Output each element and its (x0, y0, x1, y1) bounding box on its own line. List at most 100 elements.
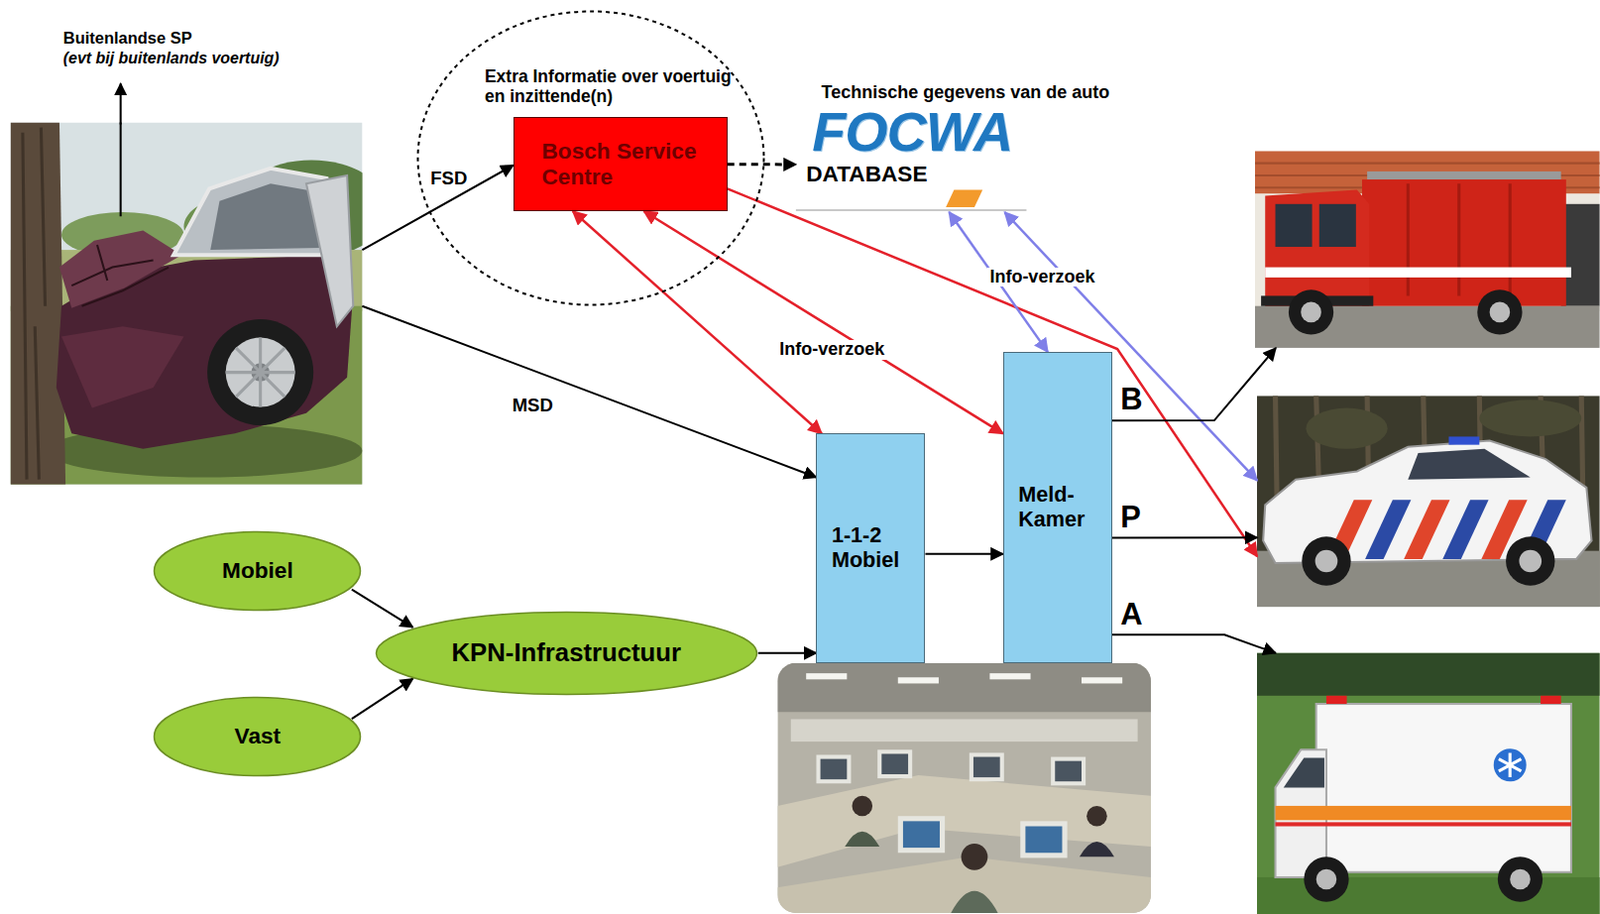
control-room-photo (1020, 820, 1067, 858)
foreign-sp-arrow (119, 83, 122, 124)
ambulance-art (1498, 752, 1522, 778)
police-car-art (1505, 536, 1555, 585)
control-room-photo (898, 677, 939, 684)
node-text: KPN-Infrastructuur (452, 638, 682, 669)
connector-arrow (727, 188, 1258, 557)
ambulance-art (1303, 856, 1349, 902)
fire-truck-art (1362, 179, 1567, 307)
police-car-art (1442, 499, 1488, 560)
ambulance-photo (1257, 653, 1600, 914)
connector-arrow (361, 165, 513, 250)
fire-truck-art (1319, 204, 1357, 247)
emergency-number-box: 1-1-2 Mobiel (815, 433, 925, 664)
connector-arrow (351, 679, 414, 719)
control-room-photo (791, 718, 1139, 742)
control-room-photo (877, 749, 913, 779)
network-ellipse: Vast (152, 695, 362, 778)
crash-photo-art (59, 230, 182, 309)
crash-photo-art (226, 338, 296, 408)
network-ellipse: KPN-Infrastructuur (374, 610, 759, 696)
control-room-photo (1054, 761, 1082, 783)
dispatch-box: Meld- Kamer (1003, 351, 1113, 664)
ellipse-outline (154, 697, 361, 777)
ellipse-outline (375, 611, 757, 694)
police-car-art (1518, 550, 1542, 573)
network-ellipse: Mobiel (152, 530, 362, 612)
control-room-photo (898, 815, 945, 853)
dashed-region-outline (417, 11, 764, 306)
control-room-photo (777, 663, 1151, 914)
ambulance-art (1275, 805, 1572, 820)
node-text: 1-1-2 Mobiel (831, 523, 921, 573)
control-room-photo (973, 757, 1001, 779)
police-car-art (1448, 436, 1480, 445)
database-logo-art (945, 189, 983, 207)
edge-label: Info-verzoek (987, 267, 1097, 288)
fire-truck-art (1561, 204, 1600, 307)
fire-truck-art (1367, 171, 1562, 180)
crash-photo-art (10, 121, 363, 484)
ambulance-art (1316, 869, 1338, 891)
edge-label: FSD (428, 168, 469, 189)
connector-arrow (351, 589, 414, 628)
police-car-art (1479, 399, 1582, 437)
dashed-arrow (727, 162, 797, 166)
crash-photo-art (226, 338, 296, 408)
police-car-photo (1257, 395, 1600, 607)
control-room-photo (1086, 805, 1108, 827)
annotation-label: Buitenlandse SP (63, 28, 193, 47)
control-room-photo (777, 663, 1151, 914)
crash-photo-art (119, 121, 122, 217)
connector-arrow (924, 553, 1003, 556)
edge-label: MSD (510, 395, 556, 416)
ambulance-art (1257, 653, 1600, 914)
fire-truck-art (1477, 289, 1522, 335)
ambulance-art (1316, 703, 1572, 873)
control-room-photo (1050, 757, 1086, 787)
control-room-photo (777, 663, 1151, 712)
node-text: Technische gegevens van de auto (821, 82, 1111, 104)
control-room-photo (961, 843, 989, 871)
police-car-art (1403, 499, 1450, 560)
ambulance-art (1540, 695, 1562, 704)
fire-truck-art (1407, 183, 1510, 296)
connector-arrow (758, 652, 817, 655)
crash-photo-art (306, 175, 353, 327)
fire-truck-art (1255, 150, 1600, 348)
database-logo-art (796, 209, 1028, 212)
fire-truck-art (1489, 302, 1511, 324)
service-centre-box: Bosch Service Centre (513, 116, 728, 212)
fire-truck-art (1264, 267, 1572, 278)
police-car-art (1407, 449, 1530, 480)
fire-truck-art (1264, 189, 1370, 306)
fire-truck-photo (1255, 150, 1600, 348)
police-car-art (1301, 536, 1351, 585)
edge-label: P (1120, 502, 1142, 534)
crash-photo-art (10, 121, 363, 484)
control-room-photo (903, 820, 940, 848)
ellipse-outline (154, 532, 361, 611)
annotation-label: (evt bij buitenlands voertuig) (63, 49, 280, 68)
ambulance-art (1326, 695, 1348, 704)
crash-photo-art (71, 244, 169, 307)
ambulance-art (1257, 653, 1600, 914)
ambulance-art (1275, 821, 1572, 826)
control-room-photo (1081, 677, 1123, 684)
crash-photo-art (207, 319, 314, 426)
crash-photo-art (10, 121, 67, 484)
crash-photo-art (61, 326, 184, 408)
ambulance-art (1257, 653, 1600, 696)
fire-truck-art (1275, 204, 1313, 247)
control-room-photo (815, 754, 851, 784)
ambulance-art (1283, 758, 1325, 789)
control-room-photo (820, 759, 848, 781)
control-room-photo (989, 673, 1030, 680)
database-logo: Technische gegevens van de autoFOCWADATA… (796, 79, 1134, 213)
info-region: Extra Informatie over voertuig en inzitt… (416, 9, 766, 307)
ambulance-art (1497, 856, 1543, 902)
control-room-photo (881, 753, 909, 775)
ambulance-art (1509, 869, 1531, 891)
node-text: Meld- Kamer (1018, 482, 1108, 533)
